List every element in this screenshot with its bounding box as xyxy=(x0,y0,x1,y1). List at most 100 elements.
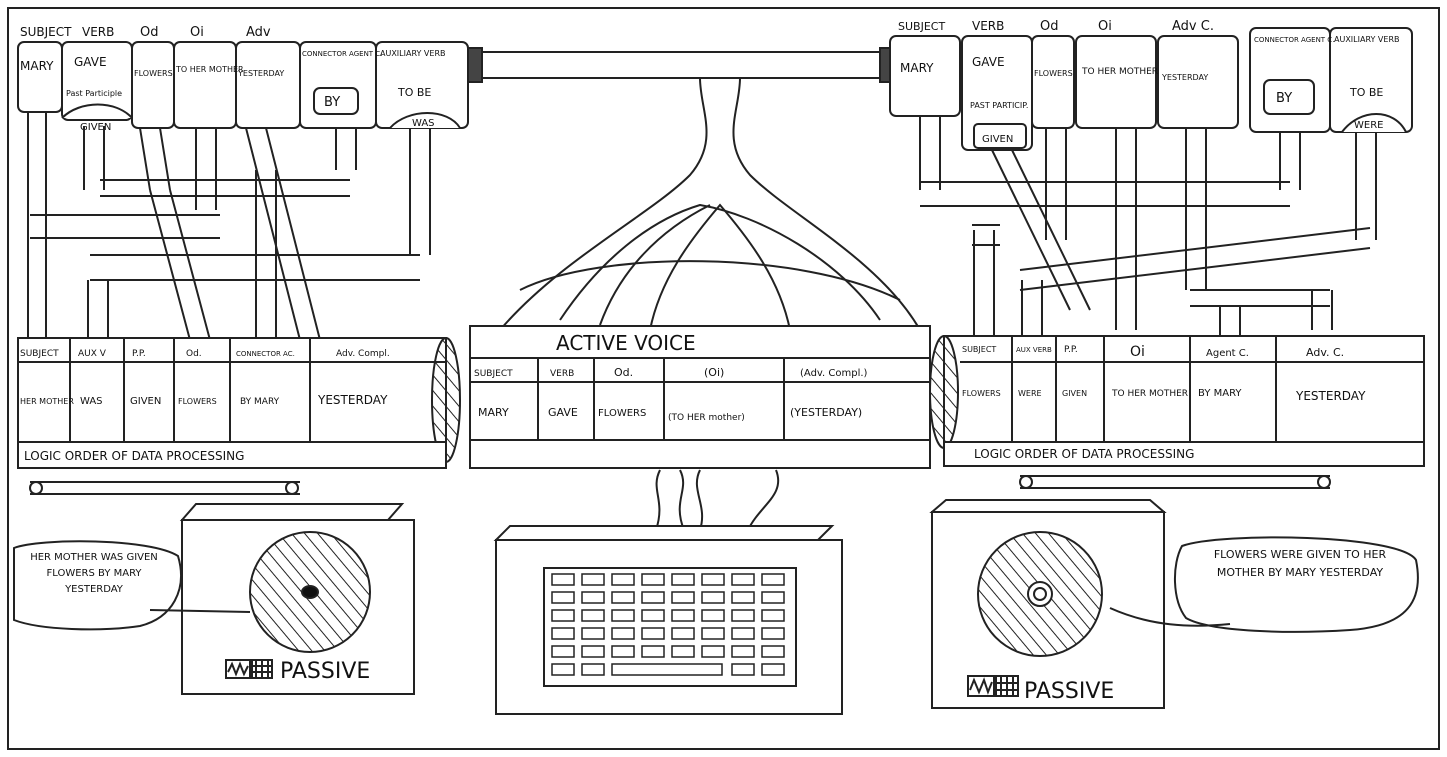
center-value-1: GAVE xyxy=(548,406,578,419)
right-tube-value-5: YESTERDAY xyxy=(1295,389,1366,403)
keyboard-key xyxy=(582,610,604,621)
keyboard-key xyxy=(552,610,574,621)
keyboard-key xyxy=(612,574,634,585)
right-header-oi: Oi xyxy=(1098,19,1112,34)
left-speech-text: HER MOTHER WAS GIVEN FLOWERS BY MARY YES… xyxy=(16,550,172,598)
keyboard-key xyxy=(672,574,694,585)
left-stand xyxy=(30,482,300,494)
left-tube-value-1: WAS xyxy=(80,396,103,407)
right-header-subject: SUBJECT xyxy=(898,20,945,33)
center-cables xyxy=(656,470,778,530)
keyboard-key xyxy=(762,664,784,675)
right-tube-header-4: Agent C. xyxy=(1206,348,1249,359)
keyboard-key xyxy=(702,574,724,585)
left-oi-text: TO HER MOTHER xyxy=(175,65,244,74)
keyboard-key xyxy=(582,592,604,603)
right-tube-header-0: SUBJECT xyxy=(962,345,996,354)
right-adv-text: YESTERDAY xyxy=(1161,73,1208,82)
keyboard-key xyxy=(582,646,604,657)
left-auxiliary-label: AUXILIARY VERB xyxy=(380,49,446,58)
keyboard-key xyxy=(672,646,694,657)
keyboard-key xyxy=(732,574,754,585)
center-value-4: (YESTERDAY) xyxy=(790,406,862,419)
keyboard-key xyxy=(762,574,784,585)
keyboard-key xyxy=(702,592,724,603)
right-tube-header-5: Adv. C. xyxy=(1306,346,1344,359)
left-header-oi: Oi xyxy=(190,25,204,40)
keyboard-key xyxy=(552,592,574,603)
keyboard-key xyxy=(642,646,664,657)
keyboard-key xyxy=(552,574,574,585)
left-monitor-label: PASSIVE xyxy=(280,659,370,684)
right-monitor-label: PASSIVE xyxy=(1024,679,1114,704)
right-subject-text: MARY xyxy=(900,61,934,75)
right-auxiliary-value: TO BE xyxy=(1349,86,1383,99)
left-connector-label: CONNECTOR AGENT C. xyxy=(302,50,382,58)
keyboard-key xyxy=(732,628,754,639)
left-pipes xyxy=(28,112,430,340)
keyboard-key xyxy=(552,628,574,639)
center-title: ACTIVE VOICE xyxy=(556,331,696,355)
left-panel: SUBJECT VERB Od Oi Adv MARY GAVE Past Pa… xyxy=(14,25,468,694)
left-od-text: FLOWERS xyxy=(134,69,173,78)
right-box-adv xyxy=(1158,36,1238,128)
center-header-1: VERB xyxy=(550,369,574,379)
left-auxiliary-form: WAS xyxy=(412,118,435,129)
right-header-od: Od xyxy=(1040,19,1058,34)
left-header-od: Od xyxy=(140,25,158,40)
left-verb-text: GAVE xyxy=(74,55,107,69)
center-header-4: (Adv. Compl.) xyxy=(800,368,868,379)
right-tube-value-4: BY MARY xyxy=(1198,388,1242,399)
right-box-oi xyxy=(1076,36,1156,128)
left-tube-header-3: Od. xyxy=(186,349,202,359)
right-oi-text: TO HER MOTHER xyxy=(1081,67,1158,77)
left-box-adv xyxy=(236,42,300,128)
keyboard-key xyxy=(642,628,664,639)
right-tube-header-3: Oi xyxy=(1130,344,1145,360)
right-connector-value: BY xyxy=(1276,91,1292,106)
keyboard-key xyxy=(612,592,634,603)
keyboard-key xyxy=(732,664,754,675)
center-header-2: Od. xyxy=(614,366,633,379)
left-tube-value-0: HER MOTHER xyxy=(20,397,74,406)
right-tube-value-3: TO HER MOTHER xyxy=(1111,389,1188,399)
left-headers: SUBJECT VERB Od Oi Adv xyxy=(20,25,271,40)
keyboard-key xyxy=(732,592,754,603)
center-value-3: (TO HER mother) xyxy=(668,413,745,423)
keyboard-key xyxy=(732,610,754,621)
left-connector-value: BY xyxy=(324,95,340,110)
left-adv-text: YESTERDAY xyxy=(237,69,284,78)
right-auxiliary-form: WERE xyxy=(1354,120,1383,131)
keyboard-key xyxy=(672,610,694,621)
left-header-subject: SUBJECT xyxy=(20,25,72,39)
left-subject-text: MARY xyxy=(20,59,54,73)
right-stand xyxy=(1020,476,1330,488)
keyboard-key xyxy=(642,610,664,621)
right-tube-value-0: FLOWERS xyxy=(962,389,1001,398)
right-tube-value-2: GIVEN xyxy=(1062,389,1087,398)
right-tube-header-2: P.P. xyxy=(1064,345,1078,355)
keyboard-key xyxy=(762,610,784,621)
center-value-0: MARY xyxy=(478,406,509,419)
keyboard-key xyxy=(612,628,634,639)
left-box-oi xyxy=(174,42,236,128)
keyboard-key xyxy=(642,574,664,585)
keyboard-key xyxy=(582,664,604,675)
keyboard-key xyxy=(552,664,574,675)
right-connector-label: CONNECTOR AGENT C. xyxy=(1254,36,1334,44)
keyboard-key xyxy=(582,628,604,639)
keyboard-key xyxy=(762,628,784,639)
left-box-od xyxy=(132,42,174,128)
right-header-adv: Adv C. xyxy=(1172,19,1214,34)
center-header-3: (Oi) xyxy=(704,366,724,379)
left-tube-value-2: GIVEN xyxy=(130,396,161,407)
left-tube-value-3: FLOWERS xyxy=(178,397,217,406)
keyboard-spacebar xyxy=(612,664,722,675)
keyboard-key xyxy=(762,592,784,603)
right-tube-header-1: AUX VERB xyxy=(1016,346,1052,354)
keyboard-key xyxy=(702,646,724,657)
left-tube-header-5: Adv. Compl. xyxy=(336,349,390,359)
keyboard-key xyxy=(672,628,694,639)
